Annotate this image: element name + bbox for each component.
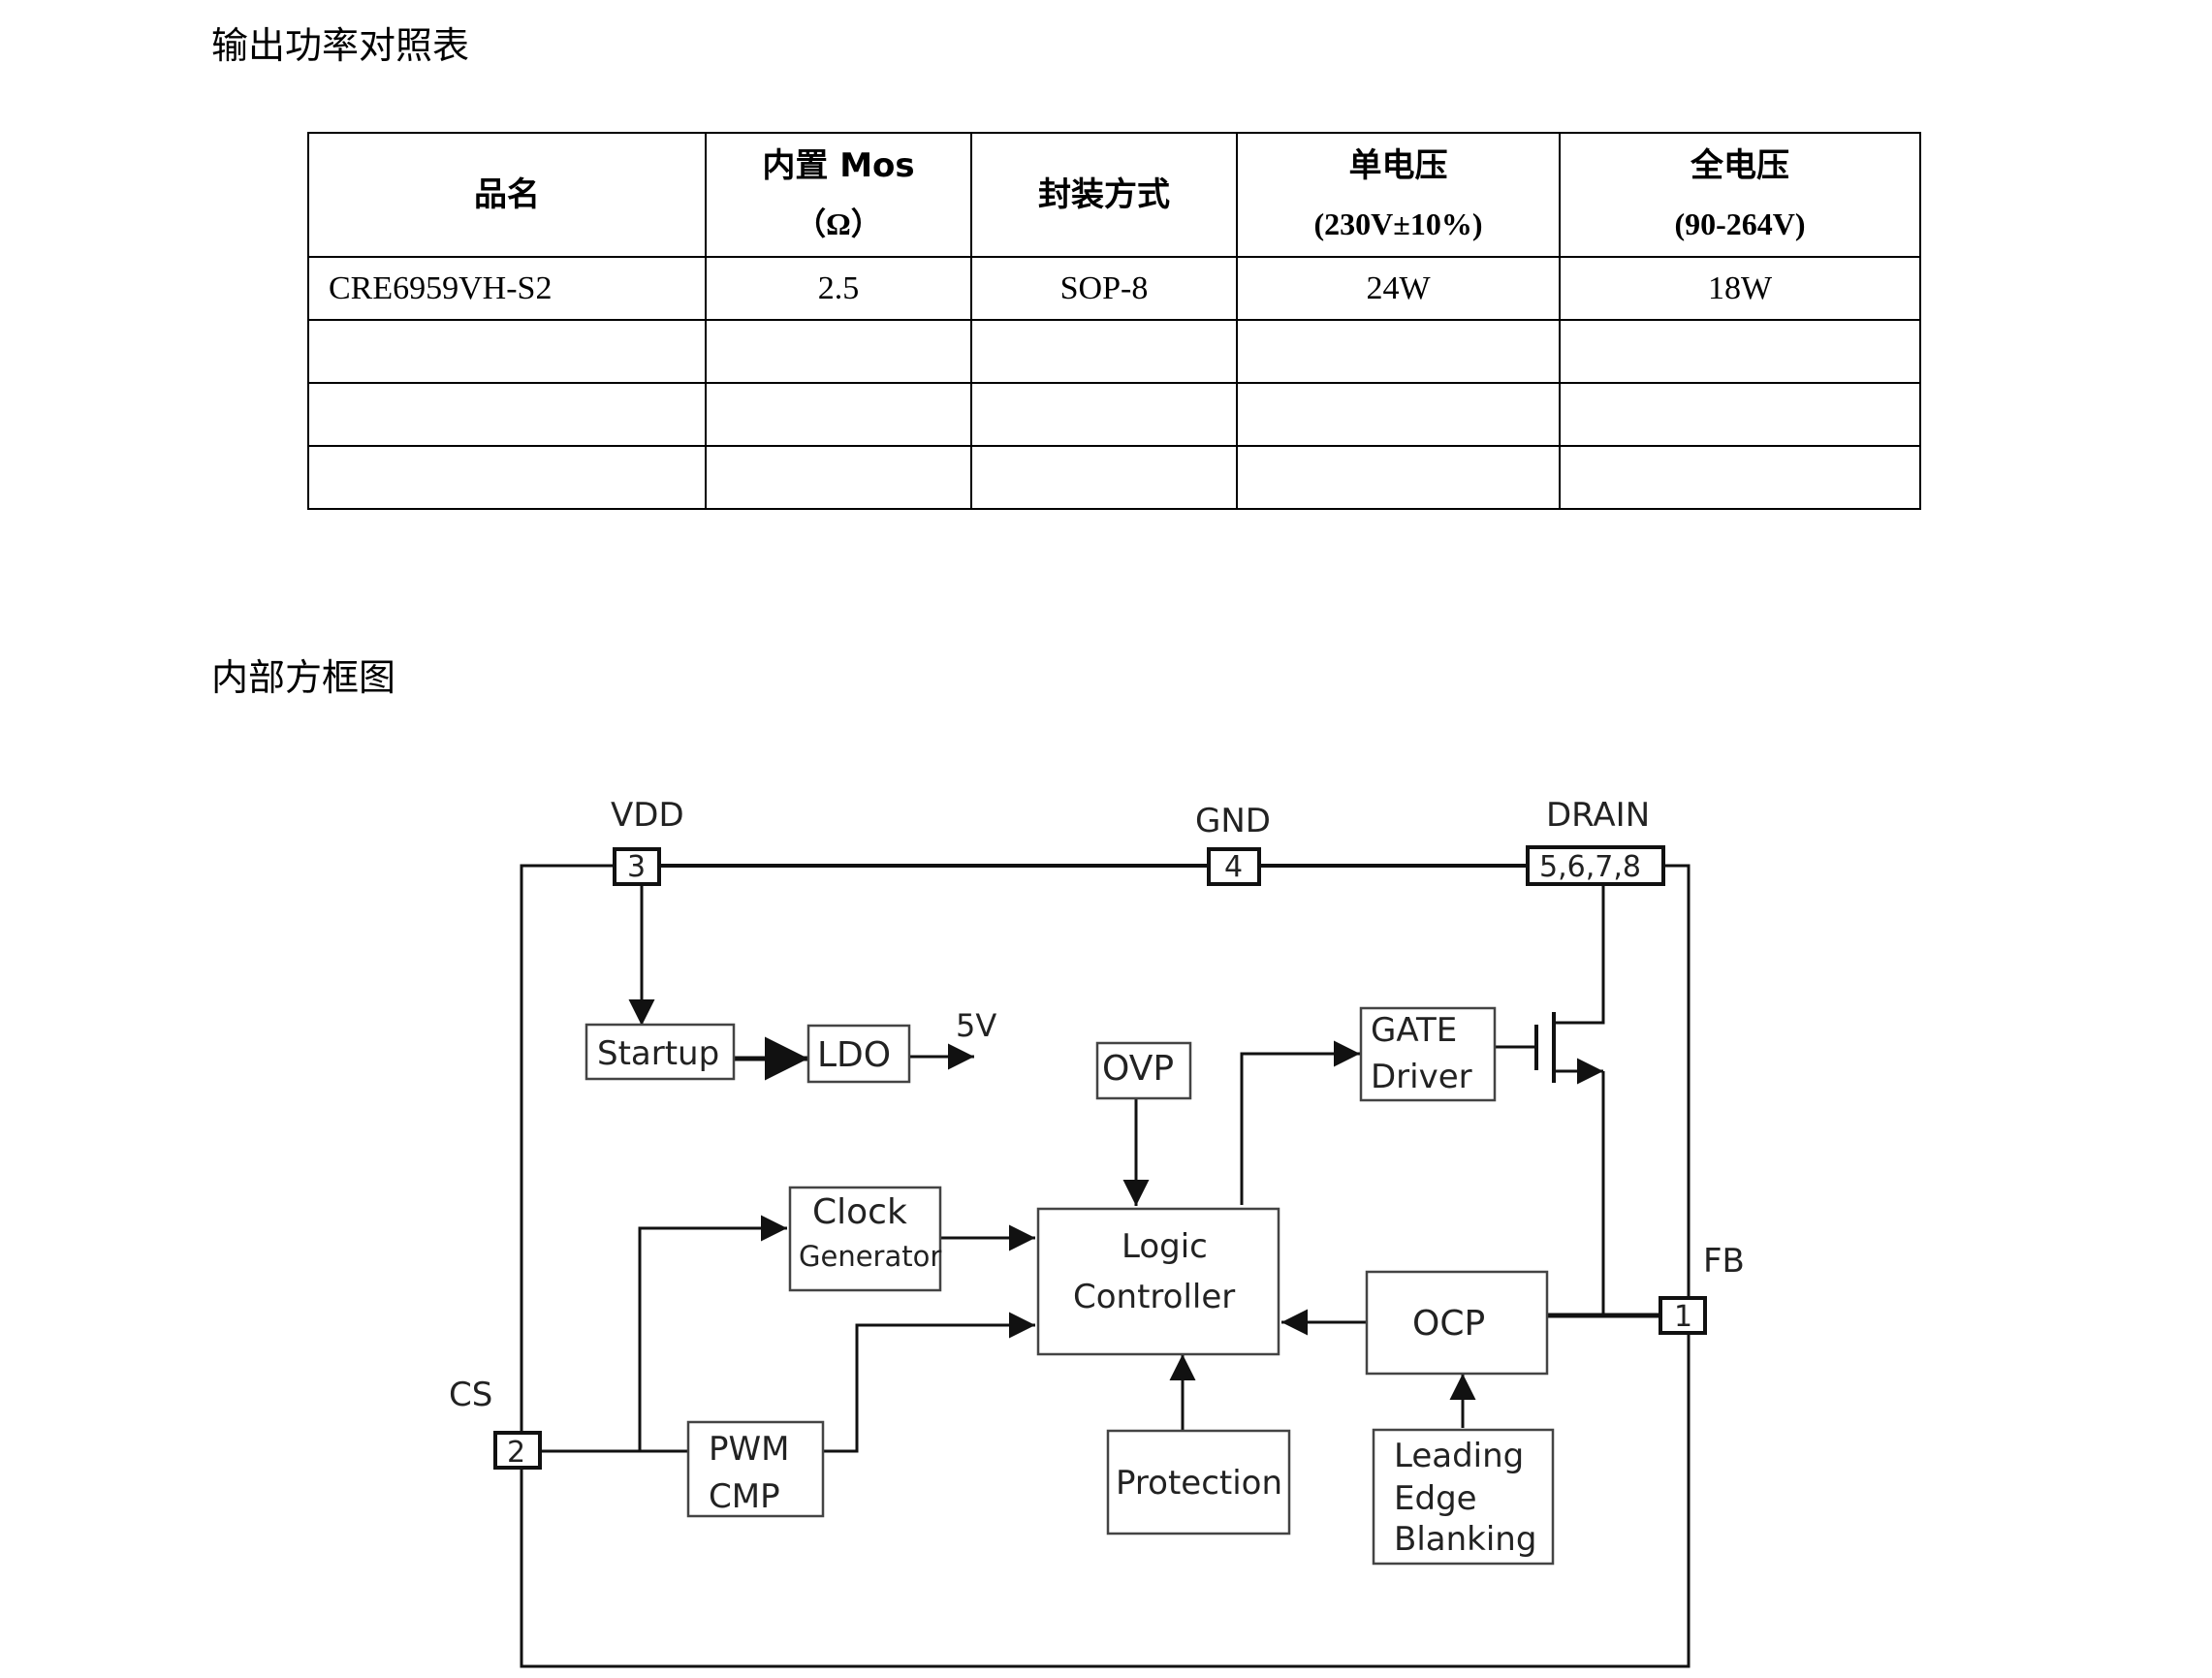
table-cell — [705, 319, 972, 384]
output-power-table: 品名 内置 Mos （Ω） 封装方式 单电压 (230V±10%) 全电压 (9… — [307, 132, 1921, 510]
ovp-label: OVP — [1102, 1049, 1174, 1089]
pwm-cmp-block — [686, 1420, 825, 1518]
pin-2-box — [493, 1431, 542, 1470]
header-mos: 内置 Mos （Ω） — [705, 132, 972, 258]
pin-vdd-label: VDD — [611, 796, 684, 835]
protection-label: Protection — [1116, 1464, 1282, 1503]
logic-label: Logic — [1122, 1227, 1208, 1266]
table-row: CRE6959VH-S2 2.5 SOP-8 24W 18W — [307, 256, 1921, 321]
leading-label: Leading — [1394, 1437, 1524, 1475]
pin-gnd-label: GND — [1195, 802, 1271, 840]
ldo-block — [806, 1024, 911, 1084]
pin-drain-number-label: 5,6,7,8 — [1539, 850, 1641, 884]
header-single-voltage: 单电压 (230V±10%) — [1236, 132, 1561, 258]
table-row — [307, 319, 1921, 384]
table-cell — [970, 445, 1238, 510]
pin-drain-box — [1526, 845, 1665, 886]
cmp-label: CMP — [709, 1477, 780, 1516]
pin-4-box — [1207, 847, 1261, 886]
table-cell: 24W — [1236, 256, 1561, 321]
pin-3-box — [613, 847, 661, 886]
table-cell: SOP-8 — [970, 256, 1238, 321]
controller-label: Controller — [1073, 1278, 1235, 1316]
table-cell — [307, 445, 707, 510]
driver-label: Driver — [1371, 1058, 1472, 1096]
table-cell — [970, 319, 1238, 384]
gate-driver-block — [1359, 1006, 1497, 1102]
table-row — [307, 382, 1921, 447]
table-row — [307, 445, 1921, 510]
pin-2-label: 2 — [507, 1436, 525, 1470]
header-product-name: 品名 — [307, 132, 707, 258]
table-cell: 2.5 — [705, 256, 972, 321]
ldo-5v-label: 5V — [956, 1007, 996, 1044]
pwm-logic-wire — [823, 1312, 1035, 1453]
table-cell — [1236, 382, 1561, 447]
table-cell — [1236, 445, 1561, 510]
table-cell — [970, 382, 1238, 447]
table-cell — [1559, 382, 1921, 447]
clock-generator-block — [788, 1186, 942, 1292]
table-cell — [1559, 445, 1921, 510]
cs-clock-wire — [638, 1215, 787, 1451]
section-title-block-diagram: 内部方框图 — [211, 656, 396, 699]
ovp-block — [1095, 1041, 1192, 1100]
pin-1-label: 1 — [1674, 1300, 1692, 1334]
pin-3-label: 3 — [627, 850, 646, 884]
ldo-label: LDO — [817, 1035, 891, 1075]
mosfet-drain-wire — [1554, 884, 1605, 1025]
table-cell — [307, 319, 707, 384]
blanking-label: Blanking — [1394, 1520, 1536, 1559]
ocp-label: OCP — [1412, 1304, 1485, 1344]
pin-cs-label: CS — [449, 1376, 492, 1414]
pwm-label: PWM — [709, 1430, 789, 1469]
clock-label: Clock — [812, 1192, 907, 1232]
table-cell: 18W — [1559, 256, 1921, 321]
table-cell — [307, 382, 707, 447]
logic-controller-block — [1036, 1207, 1280, 1356]
header-package: 封装方式 — [970, 132, 1238, 258]
header-full-voltage: 全电压 (90-264V) — [1559, 132, 1921, 258]
pin-4-label: 4 — [1224, 850, 1243, 884]
table-header-row: 品名 内置 Mos （Ω） 封装方式 单电压 (230V±10%) 全电压 (9… — [307, 132, 1921, 258]
edge-label: Edge — [1394, 1479, 1477, 1518]
pin-1-box — [1659, 1296, 1707, 1335]
pin-drain-label: DRAIN — [1546, 796, 1650, 835]
ocp-block — [1365, 1270, 1549, 1376]
logic-gate-wire — [1240, 1040, 1360, 1205]
table-cell — [1236, 319, 1561, 384]
startup-block — [585, 1023, 736, 1081]
table-cell — [1559, 319, 1921, 384]
protection-block — [1106, 1429, 1291, 1536]
pin-fb-label: FB — [1703, 1242, 1745, 1281]
table-cell: CRE6959VH-S2 — [307, 256, 707, 321]
leb-block — [1372, 1428, 1555, 1566]
section-title-output-power: 输出功率对照表 — [211, 24, 470, 67]
outer-boundary-line — [520, 864, 1691, 1668]
gate-label: GATE — [1371, 1011, 1457, 1050]
generator-label: Generator — [799, 1240, 941, 1273]
table-cell — [705, 382, 972, 447]
table-cell — [705, 445, 972, 510]
startup-label: Startup — [597, 1034, 719, 1073]
